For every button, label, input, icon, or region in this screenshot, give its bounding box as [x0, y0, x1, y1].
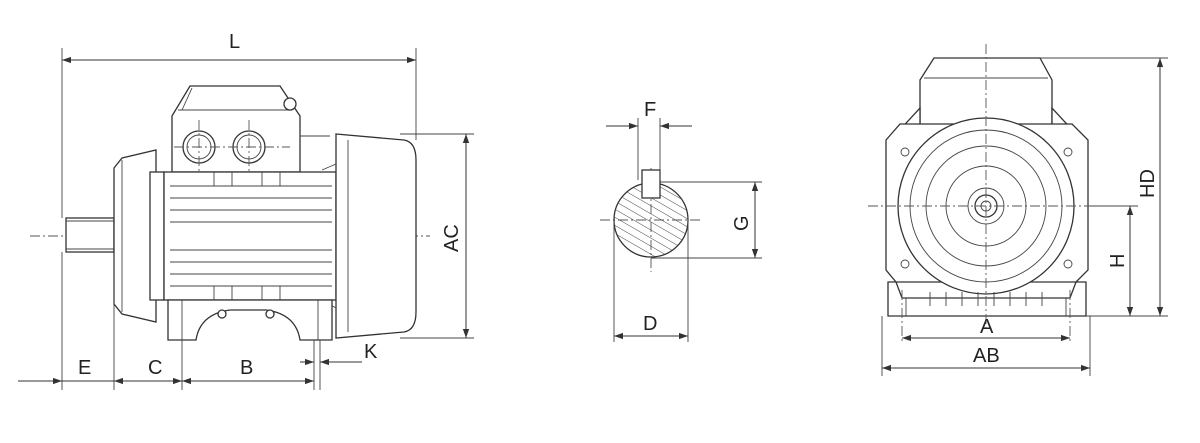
dim-label-HD: HD — [1137, 169, 1159, 198]
dim-label-F: F — [644, 99, 656, 121]
shaft-section-view: F G D — [600, 99, 762, 342]
dim-label-K: K — [364, 341, 378, 363]
dim-label-L: L — [229, 31, 240, 53]
dim-label-G: G — [731, 215, 753, 231]
dim-label-C: C — [148, 357, 162, 379]
dim-label-A: A — [980, 316, 994, 338]
front-view: A AB HD H — [868, 44, 1168, 376]
side-view: L AC E C B K — [18, 31, 474, 390]
dim-label-H: H — [1107, 254, 1129, 268]
dim-label-D: D — [643, 313, 657, 335]
dim-label-AC: AC — [441, 224, 463, 252]
dim-label-AB: AB — [973, 345, 1000, 367]
dim-label-B: B — [240, 357, 253, 379]
dim-label-E: E — [78, 357, 91, 379]
